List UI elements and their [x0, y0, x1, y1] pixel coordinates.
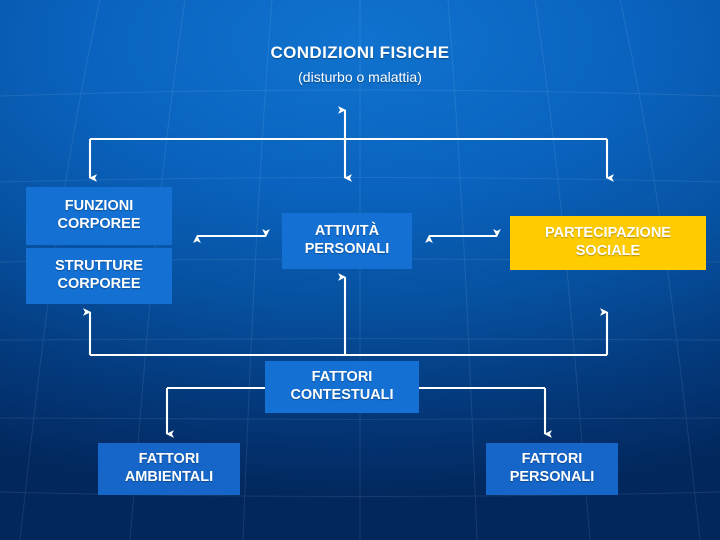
node-attivita-personali-label: ATTIVITÀ PERSONALI: [304, 223, 390, 257]
node-fattori-ambientali[interactable]: FATTORI AMBIENTALI: [98, 443, 240, 495]
node-funzioni-corporee-label: FUNZIONI CORPOREE: [57, 198, 141, 232]
node-funzioni-corporee[interactable]: FUNZIONI CORPOREE: [26, 187, 172, 245]
node-fattori-personali[interactable]: FATTORI PERSONALI: [486, 443, 618, 495]
node-partecipazione-sociale[interactable]: PARTECIPAZIONE SOCIALE: [510, 216, 706, 270]
node-fattori-ambientali-label: FATTORI AMBIENTALI: [124, 451, 214, 485]
node-fattori-personali-label: FATTORI PERSONALI: [509, 451, 595, 485]
title-sub-text: (disturbo o malattia): [298, 69, 422, 85]
node-fattori-contestuali-label: FATTORI CONTESTUALI: [290, 369, 394, 403]
node-strutture-corporee-label: STRUTTURE CORPOREE: [55, 258, 143, 292]
node-strutture-corporee[interactable]: STRUTTURE CORPOREE: [26, 248, 172, 304]
node-fattori-contestuali[interactable]: FATTORI CONTESTUALI: [265, 361, 419, 413]
node-attivita-personali[interactable]: ATTIVITÀ PERSONALI: [282, 213, 412, 269]
diagram-title: CONDIZIONI FISICHE (disturbo o malattia): [0, 42, 720, 88]
title-main-text: CONDIZIONI FISICHE: [270, 43, 450, 62]
node-partecipazione-sociale-label: PARTECIPAZIONE SOCIALE: [545, 225, 671, 259]
